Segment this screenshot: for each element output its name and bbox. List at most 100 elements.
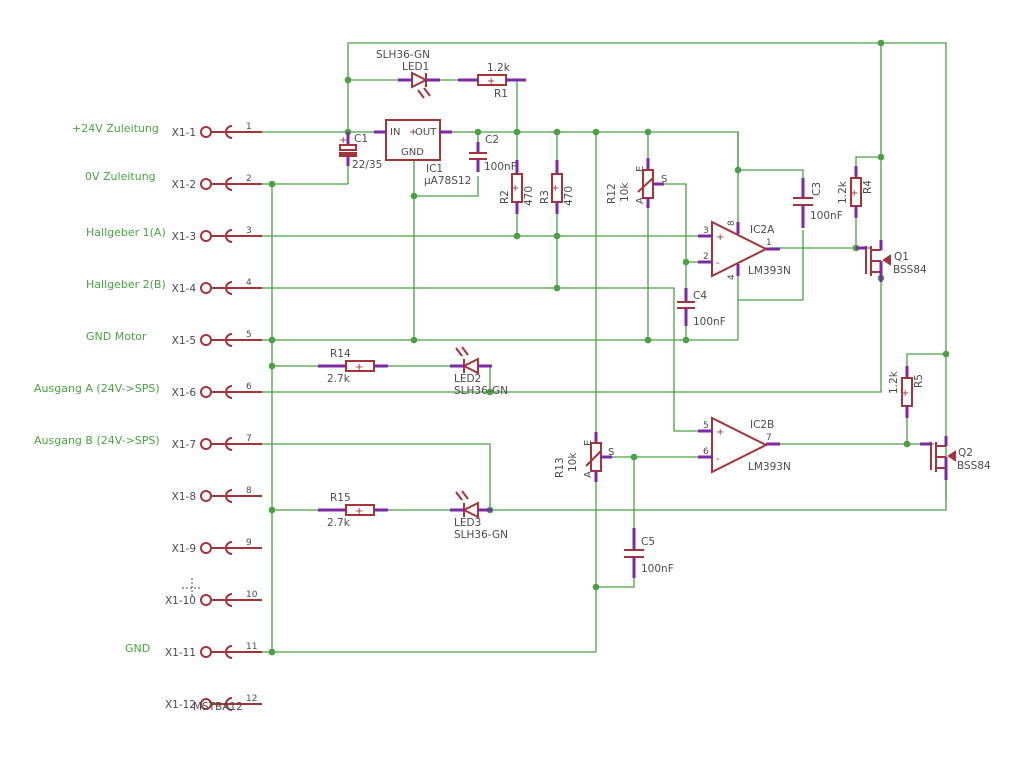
net-label-gnd-motor: GND Motor [86, 330, 147, 343]
q1-value: BSS84 [893, 264, 927, 276]
led3[interactable]: LED3 SLH36-GN [450, 490, 508, 541]
ic2a-p8: 8 [727, 220, 737, 226]
q1[interactable]: Q1 BSS84 [856, 240, 927, 282]
r3-plus-mark: + [551, 183, 559, 194]
r14[interactable]: + R14 2.7k [318, 348, 388, 385]
led1[interactable]: SLH36-GN LED1 [376, 49, 440, 99]
led2-ray-icon [461, 346, 469, 356]
connector-pin-number: 9 [246, 538, 252, 548]
r12[interactable]: S E A R12 10k [606, 158, 667, 208]
ic1-value: µA78S12 [424, 175, 471, 187]
net-label-hall1: Hallgeber 1(A) [86, 226, 166, 239]
wire-q1-drain [262, 278, 882, 393]
ic2b-value: LM393N [748, 461, 791, 473]
r15[interactable]: + R15 2.7k [318, 492, 388, 529]
ic2a-p2: 2 [703, 252, 709, 262]
c1-plate [339, 152, 357, 157]
r12-arrow [637, 177, 654, 193]
ic2b-name: IC2B [750, 419, 774, 431]
r5-plus-mark: + [901, 388, 909, 399]
c3[interactable]: C3 100nF [793, 178, 843, 228]
junction-dot [592, 128, 600, 136]
connector-pin-label: X1-12 [165, 699, 196, 711]
ic2b-p6: 6 [703, 447, 709, 457]
junction-dot [734, 166, 742, 174]
q2[interactable]: Q2 BSS84 [920, 436, 991, 480]
junction-dot [682, 336, 690, 344]
led3-value: SLH36-GN [454, 529, 508, 541]
r5-name: R5 [913, 374, 925, 388]
r5-value: 1.2k [888, 370, 900, 394]
connector-pin-label: X1-4 [172, 283, 197, 295]
r13-e: E [583, 440, 594, 446]
wire-ausgang-b [262, 443, 491, 510]
ic1-pin-gnd: GND [401, 147, 424, 158]
r13-s: S [608, 447, 614, 458]
r13[interactable]: S E A R13 10k [554, 432, 614, 482]
junction-dot [553, 232, 561, 240]
connector-pin-label: X1-3 [172, 231, 196, 243]
net-label-24v: +24V Zuleitung [72, 122, 159, 135]
ic1[interactable]: IN OUT + GND IC1 µA78S12 [374, 119, 471, 187]
ic2b[interactable]: + - 5 6 7 IC2B LM393N [698, 416, 791, 474]
junction-dot [513, 128, 521, 136]
c2[interactable]: C2 100nF [469, 134, 517, 173]
ic2a-value: LM393N [748, 265, 791, 277]
c5[interactable]: C5 100nF [624, 528, 674, 578]
junction-dot [644, 128, 652, 136]
net-label-gnd: GND [125, 642, 150, 655]
r2[interactable]: + R2 470 [499, 160, 535, 214]
ic2a-plus: + [716, 232, 724, 243]
connector-terminal [200, 594, 212, 606]
led2[interactable]: LED2 SLH36-GN [450, 346, 508, 397]
ic2a-p1: 1 [766, 238, 772, 248]
connector-pin-number: 2 [246, 174, 252, 184]
wire-led3-out [490, 478, 947, 511]
connector-pin-label: X1-1 [172, 127, 196, 139]
r1[interactable]: + 1.2k R1 [458, 62, 526, 100]
connector-pin-number: 10 [246, 590, 258, 600]
connector-pin-label: X1-5 [172, 335, 196, 347]
connector-terminal [200, 386, 212, 398]
c4[interactable]: C4 100nF [677, 288, 726, 328]
r4[interactable]: + 1.2k R4 [837, 166, 874, 218]
q2-name: Q2 [958, 447, 973, 459]
connector-terminal [200, 490, 212, 502]
r3[interactable]: + R3 470 [539, 160, 575, 214]
connector-value: MSTBA12 [193, 701, 243, 713]
r12-e: E [635, 166, 646, 172]
q2-value: BSS84 [957, 460, 991, 472]
wire-c5-bottom [596, 574, 635, 588]
r5[interactable]: + 1.2k R5 [888, 366, 925, 418]
c1[interactable]: + C1 22/35 [339, 132, 382, 171]
junction-dot [877, 39, 885, 47]
r2-value: 470 [523, 186, 535, 206]
r15-value: 2.7k [327, 517, 351, 529]
led3-ray-icon [461, 490, 469, 500]
q2-arrow [947, 450, 956, 462]
junction-dot [268, 180, 276, 188]
ic2a-name: IC2A [750, 224, 775, 236]
ic2b-body [711, 416, 769, 474]
c1-plate [339, 144, 357, 151]
junction-dot [553, 128, 561, 136]
connector-terminal [200, 646, 212, 658]
net-label-hall2: Hallgeber 2(B) [86, 278, 166, 291]
led2-triangle [461, 357, 479, 375]
ic2a[interactable]: + - 3 2 8 4 1 IC2A LM393N [698, 220, 791, 280]
c1-plus-mark: + [339, 135, 347, 146]
